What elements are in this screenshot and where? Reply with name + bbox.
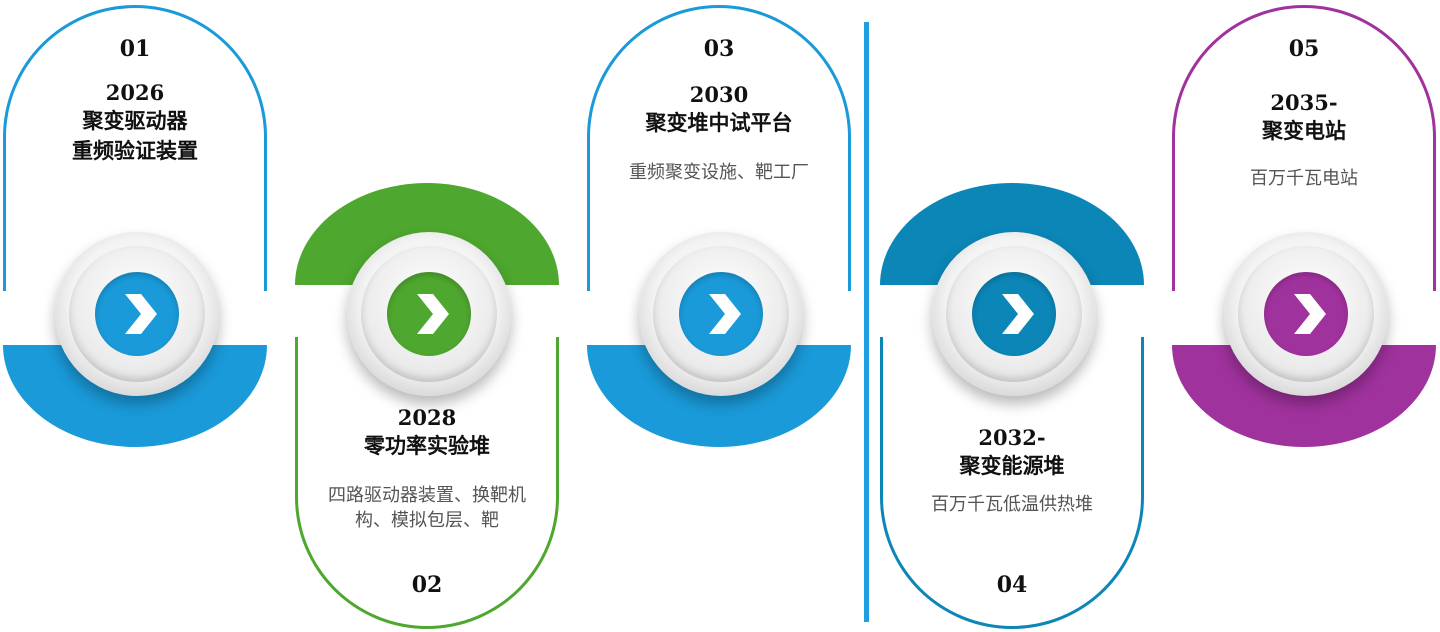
step-title-line: 聚变驱动器 <box>82 109 188 133</box>
step-description: 四路驱动器装置、换靶机构、模拟包层、靶 <box>328 485 526 531</box>
step-description: 百万千瓦电站 <box>1250 168 1358 189</box>
timeline-step-04: 2032- 聚变能源堆 百万千瓦低温供热堆 04 <box>880 0 1160 632</box>
step-description: 重频聚变设施、靶工厂 <box>629 162 809 183</box>
timeline-step-03: 03 2030 聚变堆中试平台 重频聚变设施、靶工厂 <box>587 0 867 632</box>
step-ring-inner <box>946 246 1082 382</box>
step-title-line: 聚变电站 <box>1262 119 1346 143</box>
step-ring-inner <box>653 246 789 382</box>
step-ring-inner <box>69 246 205 382</box>
step-ring-inner <box>361 246 497 382</box>
step-ring <box>639 232 803 396</box>
step-disc <box>679 272 763 356</box>
chevron-right-icon <box>125 294 157 334</box>
timeline-divider <box>864 22 869 622</box>
step-year: 2026 <box>105 80 165 105</box>
step-colored-arc <box>1172 345 1436 447</box>
timeline-step-05: 05 2035- 聚变电站 百万千瓦电站 <box>1172 0 1440 632</box>
step-year: 2030 <box>689 82 749 107</box>
step-disc <box>1264 272 1348 356</box>
step-number: 01 <box>119 36 151 62</box>
step-title: 聚变能源堆 <box>880 451 1144 481</box>
step-year: 2028 <box>397 405 457 430</box>
step-title: 聚变驱动器 重频验证装置 <box>3 106 267 166</box>
step-number: 03 <box>703 36 735 62</box>
step-year: 2032- <box>978 425 1046 450</box>
step-disc <box>387 272 471 356</box>
chevron-right-icon <box>1294 294 1326 334</box>
step-title: 零功率实验堆 <box>295 431 559 461</box>
step-colored-arc <box>3 345 267 447</box>
step-disc <box>95 272 179 356</box>
step-title-line: 零功率实验堆 <box>364 434 490 458</box>
step-ring <box>1224 232 1388 396</box>
step-ring-inner <box>1238 246 1374 382</box>
step-description: 百万千瓦低温供热堆 <box>931 494 1093 515</box>
chevron-right-icon <box>417 294 449 334</box>
step-title-line: 聚变堆中试平台 <box>645 111 793 135</box>
step-ring <box>347 232 511 396</box>
step-title-line: 重频验证装置 <box>72 139 198 163</box>
timeline-step-01: 01 2026 聚变驱动器 重频验证装置 <box>3 0 283 632</box>
step-colored-arc <box>587 345 851 447</box>
step-title-line: 聚变能源堆 <box>959 454 1065 478</box>
step-number: 05 <box>1288 36 1320 62</box>
chevron-right-icon <box>1002 294 1034 334</box>
step-ring <box>55 232 219 396</box>
chevron-right-icon <box>709 294 741 334</box>
step-ring <box>932 232 1096 396</box>
step-title: 聚变电站 <box>1172 116 1436 146</box>
step-year: 2035- <box>1270 90 1338 115</box>
step-number: 02 <box>411 572 443 598</box>
step-title: 聚变堆中试平台 <box>587 108 851 138</box>
timeline-step-02: 2028 零功率实验堆 四路驱动器装置、换靶机构、模拟包层、靶 02 <box>295 0 575 632</box>
step-disc <box>972 272 1056 356</box>
step-number: 04 <box>996 572 1028 598</box>
